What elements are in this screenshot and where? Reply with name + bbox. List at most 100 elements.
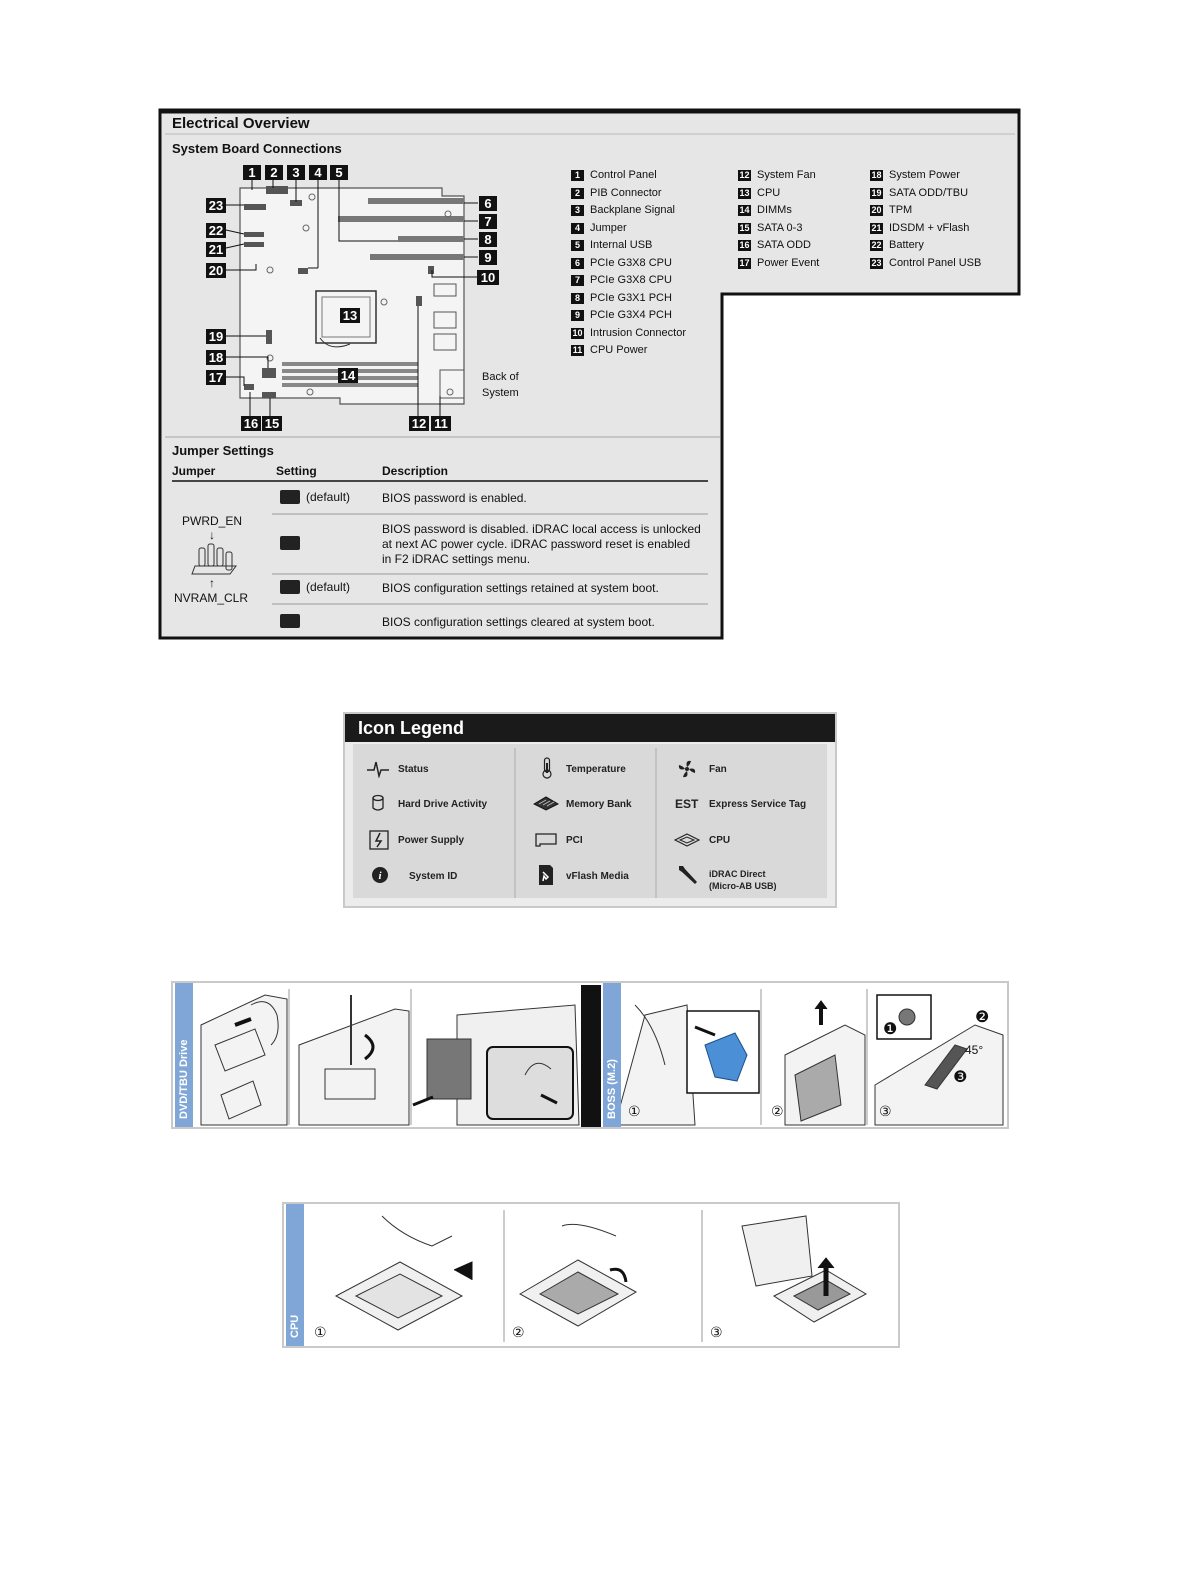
description-row-1: BIOS password is enabled. — [382, 491, 527, 505]
back-of-system-label-line2: System — [482, 387, 519, 399]
col-jumper-header: Jumper — [172, 464, 216, 478]
callout-1: 1 — [243, 165, 261, 180]
legend-label-idrac-direct-sub: (Micro-AB USB) — [709, 881, 777, 891]
legend-label-hard-drive: Hard Drive Activity — [398, 799, 488, 810]
callout-4: 4 — [309, 165, 327, 180]
callout-20: 20 — [206, 263, 226, 278]
legend-label-system-id: System ID — [409, 871, 458, 882]
icon-legend-dividers — [514, 748, 657, 898]
callout-5: 5 — [330, 165, 348, 180]
callout-13: 13 — [340, 308, 360, 323]
callout-8: 8 — [479, 232, 497, 247]
cpu-tab: CPU — [286, 1204, 304, 1346]
power-supply-icon — [369, 830, 389, 850]
callout-2: 2 — [265, 165, 283, 180]
boss-step-2: ② — [771, 1103, 784, 1119]
boss-step-3: ③ — [879, 1103, 892, 1119]
legend-label-fan: Fan — [709, 764, 727, 775]
memory-bank-icon — [533, 796, 559, 811]
setting-default-3: (default) — [306, 580, 351, 594]
cpu-step-2: ② — [512, 1324, 525, 1340]
legend-label-express-service-tag: Express Service Tag — [709, 799, 807, 810]
col-description-header: Description — [382, 464, 449, 478]
callout-3: 3 — [287, 165, 305, 180]
boss-callout-3: ❸ — [953, 1069, 968, 1086]
legend-label-vflash: vFlash Media — [566, 871, 629, 882]
cpu-illustration-strip: CPU ① ② ③ — [282, 1202, 900, 1348]
callout-11: 11 — [431, 416, 451, 431]
pci-icon — [535, 833, 557, 847]
icon-legend-panel: Icon Legend Status Hard Drive Activity P… — [343, 712, 837, 908]
legend-label-power-supply: Power Supply — [398, 835, 465, 846]
jumper-table-lines — [172, 480, 708, 628]
boss-angle-label: 45° — [965, 1043, 984, 1057]
jumper-pwrd-en-label: PWRD_EN — [182, 514, 243, 528]
svg-text:i: i — [378, 870, 382, 882]
dvd-boss-illustrations — [200, 985, 1004, 1127]
vflash-icon — [539, 865, 553, 885]
boss-callout-2: ❷ — [975, 1009, 990, 1026]
jumper-nvram-clr-label: NVRAM_CLR — [174, 591, 249, 605]
cpu-illustrations — [334, 1210, 868, 1342]
callout-21: 21 — [206, 242, 226, 257]
legend-label-temperature: Temperature — [566, 764, 626, 775]
cpu-step-1: ① — [314, 1324, 327, 1340]
cpu-icon — [674, 833, 700, 847]
callout-7: 7 — [479, 214, 497, 229]
fan-icon — [678, 760, 696, 778]
callout-18: 18 — [206, 350, 226, 365]
boss-callout-1: ❶ — [883, 1021, 898, 1038]
arrow-up-icon: ↑ — [209, 576, 215, 590]
dvd-tbu-drive-tab: DVD/TBU Drive — [175, 983, 193, 1127]
description-row-2-line2: at next AC power cycle. iDRAC password r… — [382, 537, 691, 551]
boss-m2-tab: BOSS (M.2) — [603, 983, 621, 1127]
callout-12: 12 — [409, 416, 429, 431]
callout-9: 9 — [479, 250, 497, 265]
boss-step-1: ① — [628, 1103, 641, 1119]
description-row-2-line1: BIOS password is disabled. iDRAC local a… — [382, 522, 701, 536]
description-row-3: BIOS configuration settings retained at … — [382, 581, 659, 595]
back-of-system-label-line1: Back of — [482, 371, 519, 383]
est-icon: EST — [675, 797, 699, 811]
callout-10: 10 — [477, 270, 499, 285]
callout-22: 22 — [206, 223, 226, 238]
legend-label-idrac-direct: iDRAC Direct — [709, 869, 766, 879]
system-id-icon: i — [372, 867, 388, 883]
col-setting-header: Setting — [276, 464, 317, 478]
hard-drive-icon — [372, 794, 384, 811]
arrow-down-icon: ↓ — [209, 528, 215, 542]
description-row-2-line3: in F2 iDRAC settings menu. — [382, 552, 531, 566]
callout-15: 15 — [262, 416, 282, 431]
description-row-4: BIOS configuration settings cleared at s… — [382, 615, 655, 629]
callout-14: 14 — [338, 368, 358, 383]
legend-label-cpu: CPU — [709, 835, 731, 846]
electrical-overview-panel: Electrical Overview System Board Connect… — [0, 0, 1189, 660]
system-board-connections-title: System Board Connections — [172, 141, 342, 156]
dvd-boss-illustration-strip: DVD/TBU Drive — [171, 981, 1009, 1129]
setting-default-1: (default) — [306, 490, 351, 504]
icon-legend-body: Status Hard Drive Activity Power Supply … — [353, 744, 827, 898]
callout-6: 6 — [479, 196, 497, 211]
temperature-icon — [542, 757, 552, 779]
